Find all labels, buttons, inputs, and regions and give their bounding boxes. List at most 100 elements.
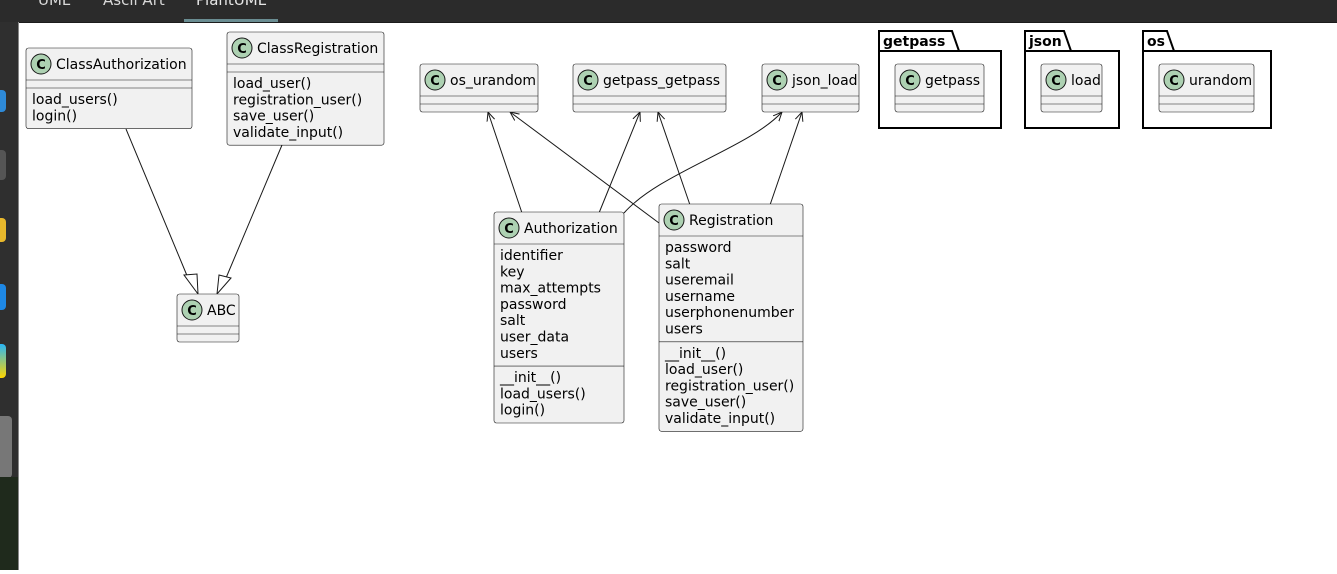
tab-plantuml-label: PlantUML: [196, 0, 267, 9]
class-getpass-getpass-box: [572, 63, 727, 113]
package-json-class-class-icon: [1045, 69, 1067, 91]
dock-app-blue-icon[interactable]: [0, 90, 6, 112]
package-json-label: json: [1028, 34, 1062, 50]
uml-diagram: getpass json os C ClassAuthorization load_…: [25, 30, 1272, 432]
class-getpass-getpass-name: getpass_getpass: [603, 73, 720, 89]
class-authorization-method: login(): [500, 403, 545, 419]
dep-authorization-getpass: [598, 112, 640, 214]
class-json-load-name: json_load: [791, 73, 858, 89]
class-abc-name: ABC: [207, 303, 236, 319]
package-getpass-class-name: getpass: [925, 73, 980, 89]
class-class-authorization-method: login(): [32, 108, 77, 124]
package-os-class-name: urandom: [1189, 73, 1252, 89]
class-registration-attribute: useremail: [665, 273, 734, 289]
package-os-class-class-icon-letter: C: [1169, 74, 1179, 89]
dock-app-teal-icon[interactable]: [0, 344, 6, 378]
class-authorization-class-icon-letter: C: [504, 222, 514, 237]
class-registration-box: [658, 203, 804, 432]
relations: [125, 112, 802, 296]
tab-bar: UML Ascii Art PlantUML: [0, 0, 1337, 23]
class-registration-method: __init__(): [664, 346, 726, 362]
class-class-registration-method: registration_user(): [233, 92, 362, 108]
class-getpass-getpass-class-icon: [577, 69, 599, 91]
class-authorization-method: load_users(): [500, 386, 586, 402]
side-dock: [0, 22, 19, 570]
class-abc: C ABC: [176, 293, 240, 343]
class-authorization-attribute: salt: [500, 313, 526, 329]
class-class-registration-name: ClassRegistration: [257, 41, 378, 57]
dock-app-active-icon[interactable]: [0, 416, 12, 478]
dep-registration-getpass: [658, 112, 691, 206]
class-authorization-attribute: identifier: [500, 248, 563, 264]
inheritance-edge-classauthorization-abc: [125, 128, 189, 279]
dock-app-yellow-icon[interactable]: [0, 218, 6, 242]
tab-uml[interactable]: UML: [38, 0, 70, 20]
inheritance-head-classregistration-abc: [216, 274, 232, 296]
class-class-registration-box: [226, 31, 385, 146]
class-authorization-attribute: user_data: [500, 330, 569, 346]
class-class-registration-method: validate_input(): [233, 125, 343, 141]
dock-bottom-wallpaper: [0, 477, 18, 570]
class-registration-attribute: salt: [665, 256, 691, 272]
class-class-registration: C ClassRegistration load_user()registratio…: [226, 31, 385, 146]
class-class-authorization-box: [25, 47, 193, 129]
class-registration-name: Registration: [689, 213, 773, 229]
package-getpass-label: getpass: [883, 34, 945, 50]
class-os-urandom-class-icon: [424, 69, 446, 91]
class-os-urandom-box: [419, 63, 539, 113]
class-json-load-class-icon-letter: C: [772, 74, 782, 89]
class-registration-attribute: password: [665, 240, 731, 256]
dep-authorization-os-urandom: [488, 112, 523, 214]
class-getpass-getpass-class-icon-letter: C: [583, 74, 593, 89]
tab-ascii-art-label: Ascii Art: [103, 0, 165, 9]
class-class-registration-class-icon: [231, 37, 253, 59]
tab-ascii-art[interactable]: Ascii Art: [103, 0, 165, 20]
package-os-label: os: [1147, 34, 1165, 50]
class-authorization-class-icon: [498, 217, 520, 239]
class-registration-method: registration_user(): [665, 378, 794, 394]
inheritance-head-classauthorization-abc: [183, 273, 199, 296]
class-registration-method: load_user(): [665, 362, 743, 378]
class-class-authorization-class-icon: [30, 53, 52, 75]
package-os-class-class-icon: [1163, 69, 1185, 91]
class-class-authorization-name: ClassAuthorization: [56, 57, 187, 73]
class-registration-class-icon: [663, 209, 685, 231]
dock-app-gray-icon[interactable]: [0, 150, 6, 180]
class-class-registration-class-icon-letter: C: [237, 42, 247, 57]
class-registration-attribute: userphonenumber: [665, 305, 794, 321]
class-authorization-attribute: key: [500, 264, 525, 280]
class-class-registration-method: load_user(): [233, 76, 311, 92]
class-abc-class-icon-letter: C: [187, 304, 197, 319]
class-registration-method: validate_input(): [665, 411, 775, 427]
class-authorization-attribute: users: [500, 346, 538, 362]
class-authorization-method: __init__(): [499, 370, 561, 386]
class-registration-class-icon-letter: C: [669, 214, 679, 229]
class-os-urandom-class-icon-letter: C: [430, 74, 440, 89]
class-class-registration-method: save_user(): [233, 109, 314, 125]
dock-app-blue2-icon[interactable]: [0, 284, 6, 310]
class-authorization-attribute: password: [500, 297, 566, 313]
class-authorization-box: [493, 211, 625, 424]
inheritance-edge-classregistration-abc: [225, 144, 283, 279]
tab-uml-label: UML: [38, 0, 71, 9]
class-authorization-name: Authorization: [524, 221, 618, 237]
class-class-authorization-method: load_users(): [32, 92, 118, 108]
class-abc-class-icon: [181, 299, 203, 321]
class-registration-method: save_user(): [665, 395, 746, 411]
dep-authorization-json-load: [623, 112, 782, 214]
tab-plantuml[interactable]: PlantUML: [184, 0, 278, 22]
class-json-load-class-icon: [766, 69, 788, 91]
class-registration-attribute: users: [665, 322, 703, 338]
class-os-urandom-name: os_urandom: [450, 73, 536, 89]
diagram-canvas: getpass json os C ClassAuthorization load_…: [19, 23, 1337, 570]
